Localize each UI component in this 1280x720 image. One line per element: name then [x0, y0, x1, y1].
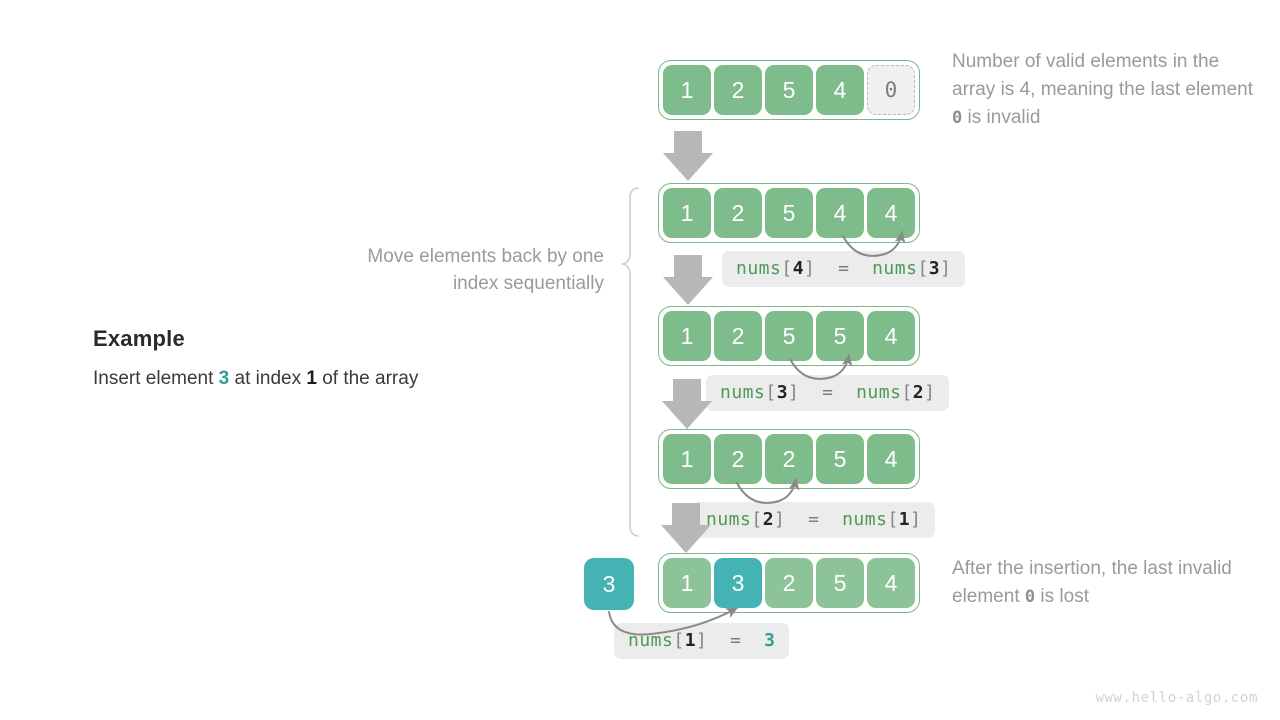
array-cell: 4 [867, 434, 915, 484]
example-text-mid: at index [229, 368, 307, 389]
code-lhs-index: 4 [792, 258, 805, 279]
array-cell: 1 [663, 65, 711, 115]
valid-elements-note-zero: 0 [952, 108, 963, 128]
code-lhs-name: nums [706, 509, 752, 530]
code-rhs-literal: 3 [764, 630, 776, 651]
valid-elements-note: Number of valid elements in the array is… [952, 48, 1262, 132]
code-equals: = [815, 258, 873, 279]
after-insertion-note-part2: is lost [1035, 586, 1089, 607]
code-rhs-name: nums [872, 258, 918, 279]
array-cell: 1 [663, 188, 711, 238]
code-rhs-name: nums [856, 382, 902, 403]
code-lhs-name: nums [720, 382, 766, 403]
array-cell: 1 [663, 558, 711, 608]
example-text-prefix: Insert element [93, 368, 219, 389]
array-cell: 3 [714, 558, 762, 608]
array-cell: 4 [867, 311, 915, 361]
code-bracket-close: ] [910, 509, 922, 530]
array-cell: 4 [867, 558, 915, 608]
steps-brace [621, 187, 639, 537]
watermark: www.hello-algo.com [1095, 690, 1258, 706]
code-bracket-close: ] [774, 509, 786, 530]
code-equals: = [799, 382, 857, 403]
array-cell: 5 [765, 311, 813, 361]
code-bracket-open: [ [765, 382, 777, 403]
array-cell: 5 [816, 434, 864, 484]
array-cell: 0 [867, 65, 915, 115]
example-value: 3 [218, 368, 230, 389]
array-cell: 2 [765, 558, 813, 608]
code-bracket-close: ] [788, 382, 800, 403]
array-cell: 5 [816, 558, 864, 608]
code-bracket-close: ] [804, 258, 816, 279]
code-bracket-open: [ [901, 382, 913, 403]
example-text-suffix: of the array [316, 368, 419, 389]
array-cell: 2 [714, 65, 762, 115]
array-cell: 1 [663, 434, 711, 484]
code-lhs-index: 1 [684, 630, 697, 651]
code-lhs-name: nums [736, 258, 782, 279]
code-rhs-name: nums [842, 509, 888, 530]
array-cell: 4 [816, 65, 864, 115]
code-rhs-index: 3 [928, 258, 941, 279]
down-arrow-2 [663, 255, 713, 305]
valid-elements-note-part2: is invalid [962, 107, 1041, 128]
array-cell: 2 [765, 434, 813, 484]
inserted-element-cell: 3 [584, 558, 634, 610]
code-bracket-open: [ [887, 509, 899, 530]
code-rhs-index: 1 [898, 509, 911, 530]
code-chip-assign-4-from-3: nums[4] = nums[3] [722, 251, 966, 287]
code-chip-assign-2-from-1: nums[2] = nums[1] [692, 502, 936, 538]
array-cell: 4 [867, 188, 915, 238]
array-cell: 2 [714, 434, 762, 484]
example-description: Insert element 3 at index 1 of the array [93, 368, 418, 390]
code-chip-assign-1-literal: nums[1] = 3 [614, 623, 790, 659]
code-equals: = [707, 630, 765, 651]
array-cell: 4 [816, 188, 864, 238]
valid-elements-note-part1: Number of valid elements in the array is… [952, 51, 1253, 100]
code-chip-assign-3-from-2: nums[3] = nums[2] [706, 375, 950, 411]
move-elements-note: Move elements back by one index sequenti… [367, 246, 604, 294]
code-bracket-open: [ [917, 258, 929, 279]
after-insertion-note: After the insertion, the last invalid el… [952, 555, 1262, 611]
array-cell: 5 [765, 65, 813, 115]
code-bracket-open: [ [673, 630, 685, 651]
array-cell: 2 [714, 188, 762, 238]
code-bracket-close: ] [940, 258, 952, 279]
array-cell: 5 [816, 311, 864, 361]
example-heading: Example [93, 326, 185, 351]
after-insertion-note-part1: After the insertion, the last invalid el… [952, 558, 1232, 607]
example-index: 1 [306, 368, 317, 389]
down-arrow-3 [662, 379, 712, 429]
code-lhs-index: 3 [776, 382, 789, 403]
code-equals: = [785, 509, 843, 530]
code-bracket-close: ] [924, 382, 936, 403]
array-cell: 5 [765, 188, 813, 238]
code-rhs-index: 2 [912, 382, 925, 403]
down-arrow-1 [663, 131, 713, 181]
code-bracket-open: [ [751, 509, 763, 530]
code-bracket-open: [ [781, 258, 793, 279]
array-cell: 1 [663, 311, 711, 361]
code-lhs-name: nums [628, 630, 674, 651]
array-cell: 2 [714, 311, 762, 361]
after-insertion-note-zero: 0 [1024, 587, 1036, 607]
code-lhs-index: 2 [762, 509, 775, 530]
code-bracket-close: ] [696, 630, 708, 651]
